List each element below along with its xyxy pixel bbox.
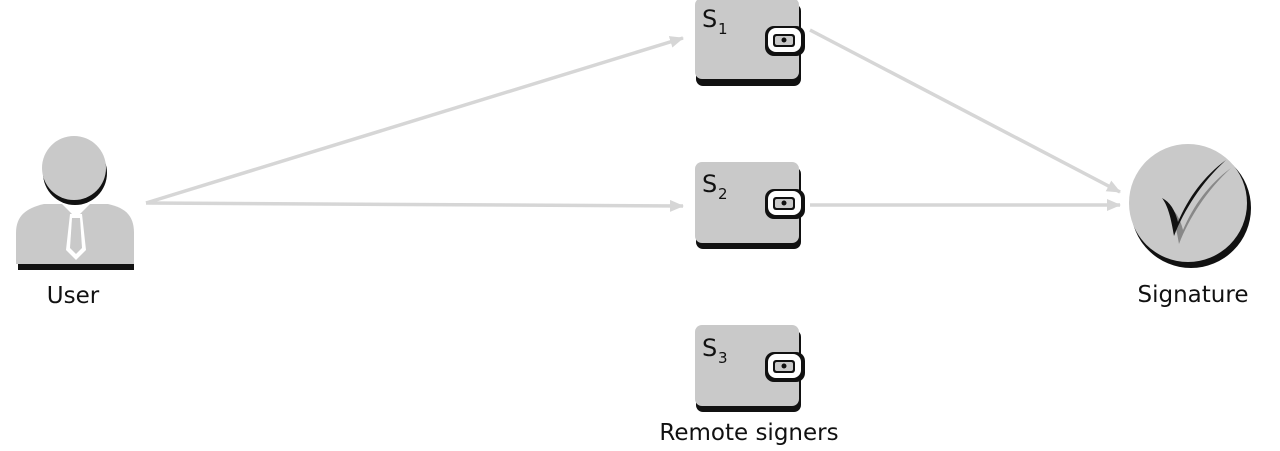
signer-name: S bbox=[702, 170, 717, 198]
remote-signers-label: Remote signers bbox=[659, 420, 838, 446]
arrows bbox=[145, 28, 1121, 212]
signer-name: S bbox=[702, 334, 717, 362]
signer-wallet-2: S 2 bbox=[695, 162, 805, 249]
signer-subscript: 1 bbox=[718, 20, 728, 38]
signer-subscript: 3 bbox=[718, 349, 728, 367]
signer-name: S bbox=[702, 5, 717, 33]
signature-check-icon bbox=[1129, 144, 1251, 268]
arrow-user-to-s1 bbox=[145, 36, 684, 205]
signer-subscript: 2 bbox=[718, 185, 728, 203]
signer-wallet-1: S 1 bbox=[695, 0, 805, 86]
wallet-clasp-icon bbox=[765, 189, 805, 219]
signer-wallet-3: S 3 bbox=[695, 325, 805, 412]
wallet-clasp-icon bbox=[765, 352, 805, 382]
user-icon bbox=[16, 136, 134, 270]
user-label: User bbox=[47, 283, 100, 309]
arrow-s1-to-signature bbox=[809, 28, 1121, 194]
signature-label: Signature bbox=[1138, 282, 1249, 308]
wallet-clasp-icon bbox=[765, 26, 805, 56]
arrow-user-to-s2 bbox=[145, 199, 684, 212]
